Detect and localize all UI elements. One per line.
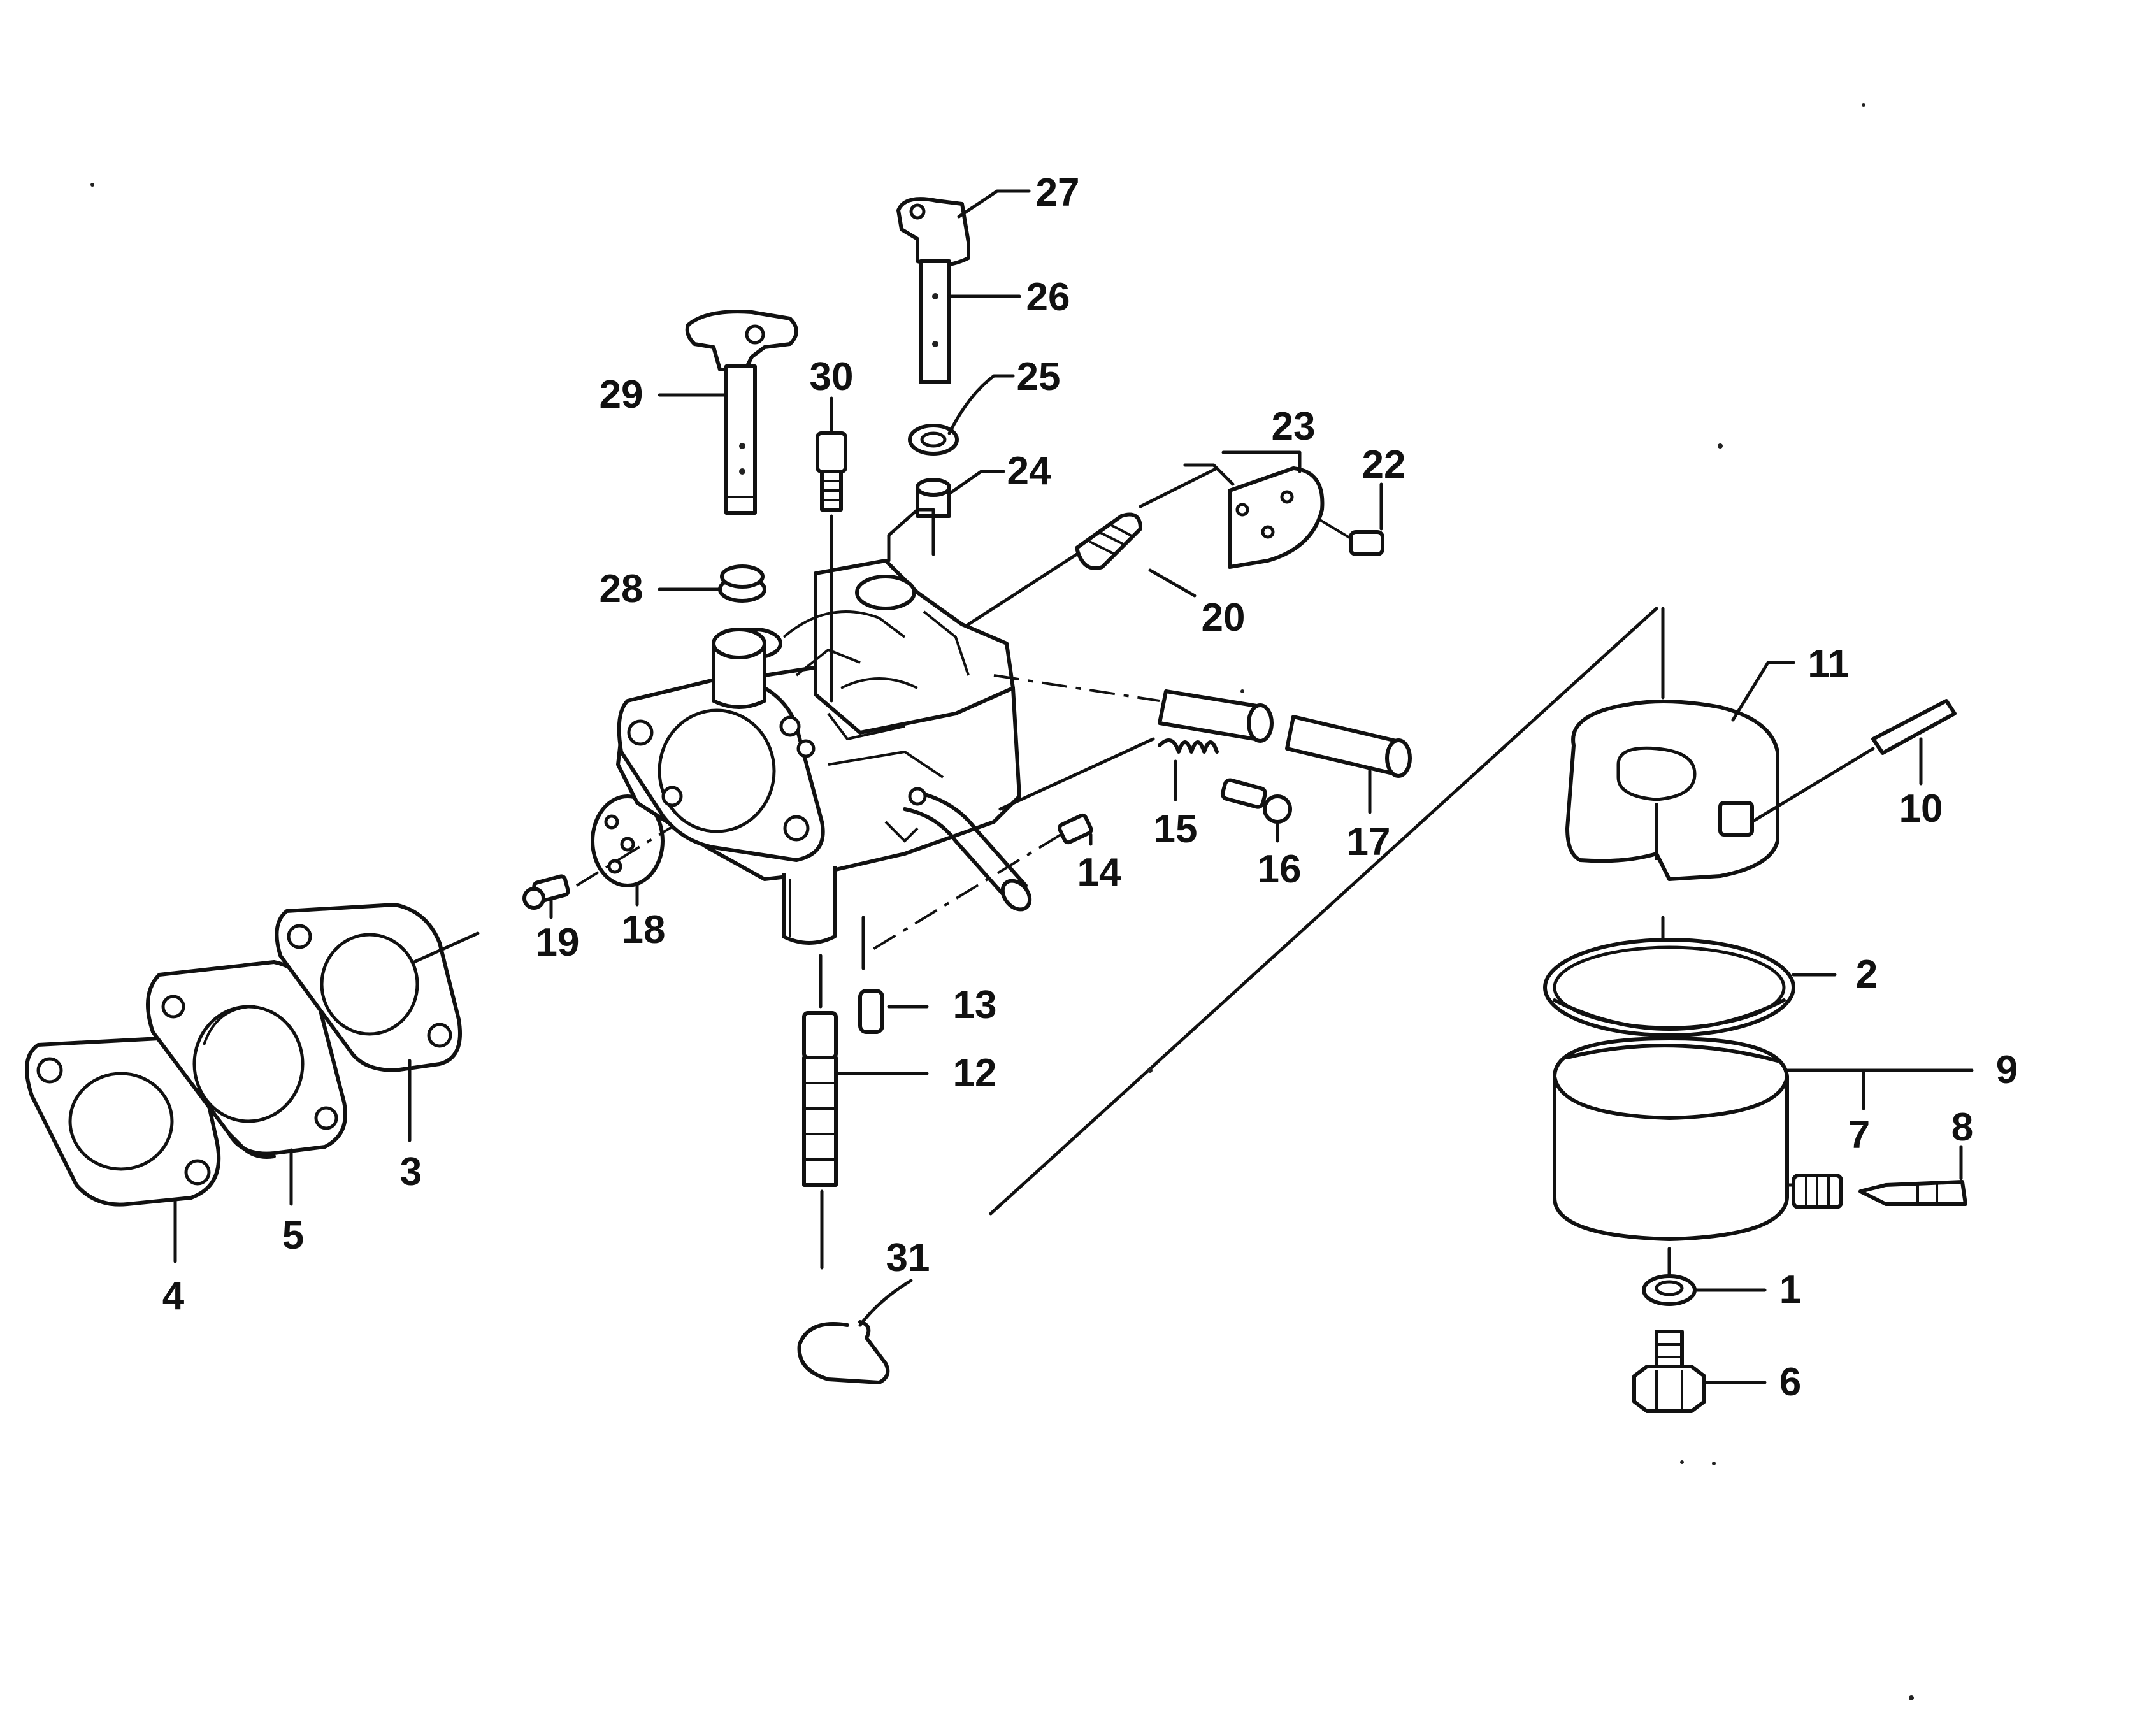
spring-part-7	[1792, 1174, 1843, 1209]
callout-7: 7	[1848, 1113, 1870, 1157]
axis-23b	[1139, 466, 1219, 508]
scan-specks	[90, 103, 1914, 1700]
gasket-part-4	[25, 1037, 221, 1207]
plate-part-23	[1228, 466, 1325, 569]
lever-part-27	[896, 197, 970, 268]
axis-24	[916, 508, 935, 556]
callout-15: 15	[1154, 807, 1198, 851]
callout-30: 30	[810, 355, 854, 399]
needle-part-8	[1858, 1180, 1967, 1206]
callout-1: 1	[1779, 1268, 1801, 1312]
callout-20: 20	[1202, 596, 1246, 640]
clip-part-31	[797, 1320, 890, 1384]
spring-part-15	[1158, 738, 1219, 754]
leader-20	[1148, 568, 1197, 598]
callout-5: 5	[282, 1214, 304, 1258]
callout-4: 4	[162, 1274, 185, 1318]
callout-24: 24	[1007, 449, 1051, 493]
nozzle-part-12	[802, 1011, 838, 1187]
screw-part-16	[1220, 778, 1292, 824]
axis-23	[1183, 463, 1235, 486]
axis-15	[998, 737, 1155, 811]
callout-22: 22	[1362, 443, 1406, 487]
axis-20	[967, 552, 1079, 626]
shaft-part-26	[919, 259, 951, 384]
leader-11	[1731, 661, 1795, 722]
callout-12: 12	[953, 1051, 997, 1095]
leader-25	[947, 374, 1015, 435]
float-part-11	[1565, 700, 1779, 881]
pin-part-10	[1871, 699, 1957, 755]
needle-part-20	[1075, 512, 1142, 570]
callout-10: 10	[1899, 787, 1943, 831]
gasket-part-2	[1543, 938, 1795, 1037]
washer-part-25	[908, 424, 959, 456]
jet-part-13	[858, 989, 884, 1034]
leader-24	[947, 470, 1005, 496]
pin-part-17b	[1285, 715, 1412, 778]
gasket-part-3	[275, 903, 462, 1072]
callout-8: 8	[1951, 1105, 1973, 1149]
callout-23: 23	[1272, 405, 1316, 449]
callout-11: 11	[1807, 642, 1850, 686]
callout-27: 27	[1036, 171, 1080, 215]
callout-13: 13	[953, 983, 997, 1027]
callout-6: 6	[1779, 1360, 1801, 1404]
screw-part-30	[816, 431, 847, 512]
axis-gasket	[412, 931, 480, 964]
callout-3: 3	[400, 1150, 422, 1194]
callout-16: 16	[1258, 847, 1302, 891]
float-bowl-part-9	[1553, 1037, 1789, 1241]
screw-part-19	[522, 874, 570, 910]
carburetor-body	[616, 559, 1032, 945]
leader-23	[1221, 450, 1302, 473]
plate-part-18	[591, 794, 665, 887]
leader-31	[858, 1279, 913, 1327]
callout-29: 29	[600, 373, 643, 417]
callout-9: 9	[1996, 1048, 2018, 1092]
axis-14	[872, 833, 1062, 951]
callout-18: 18	[622, 908, 666, 952]
callout-19: 19	[536, 921, 580, 965]
seal-part-28	[718, 564, 766, 603]
callout-26: 26	[1026, 275, 1070, 319]
screw-part-22	[1318, 518, 1384, 556]
axis-10	[1750, 747, 1875, 824]
callout-2: 2	[1856, 952, 1878, 996]
screw-part-14	[1057, 813, 1093, 845]
axis-17	[993, 674, 1160, 702]
bolt-part-6	[1632, 1330, 1706, 1413]
shaft-part-29	[685, 310, 798, 515]
callout-25: 25	[1017, 355, 1061, 399]
axis-bowl	[989, 607, 1658, 1216]
axis-26	[887, 508, 919, 563]
callout-14: 14	[1077, 851, 1121, 894]
spacer-part-5	[146, 960, 347, 1159]
leader-27	[957, 189, 1031, 219]
callout-28: 28	[600, 567, 643, 611]
pin-part-17a	[1158, 689, 1274, 743]
washer-part-1	[1642, 1274, 1697, 1306]
callout-31: 31	[886, 1236, 930, 1280]
